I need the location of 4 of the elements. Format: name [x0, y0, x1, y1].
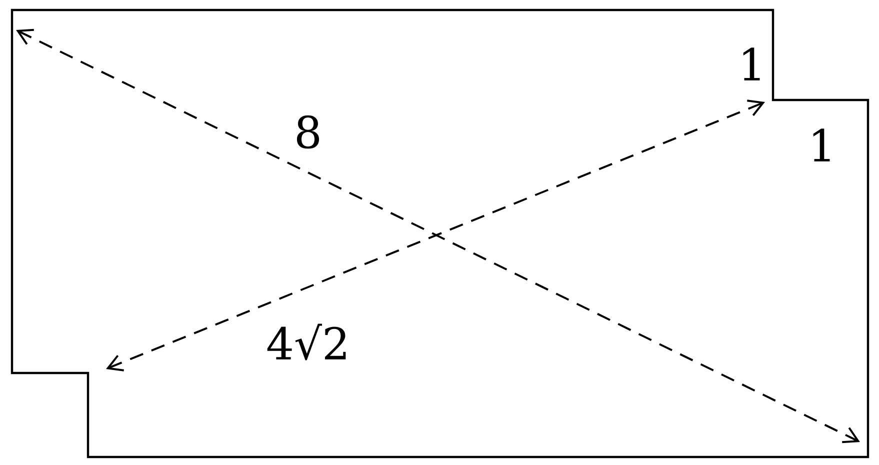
- dimension-label: 1: [813, 128, 830, 162]
- dimension-label: 8: [296, 115, 320, 149]
- dimension-label: 1: [743, 48, 760, 80]
- dimension-label: 4√2: [267, 324, 346, 360]
